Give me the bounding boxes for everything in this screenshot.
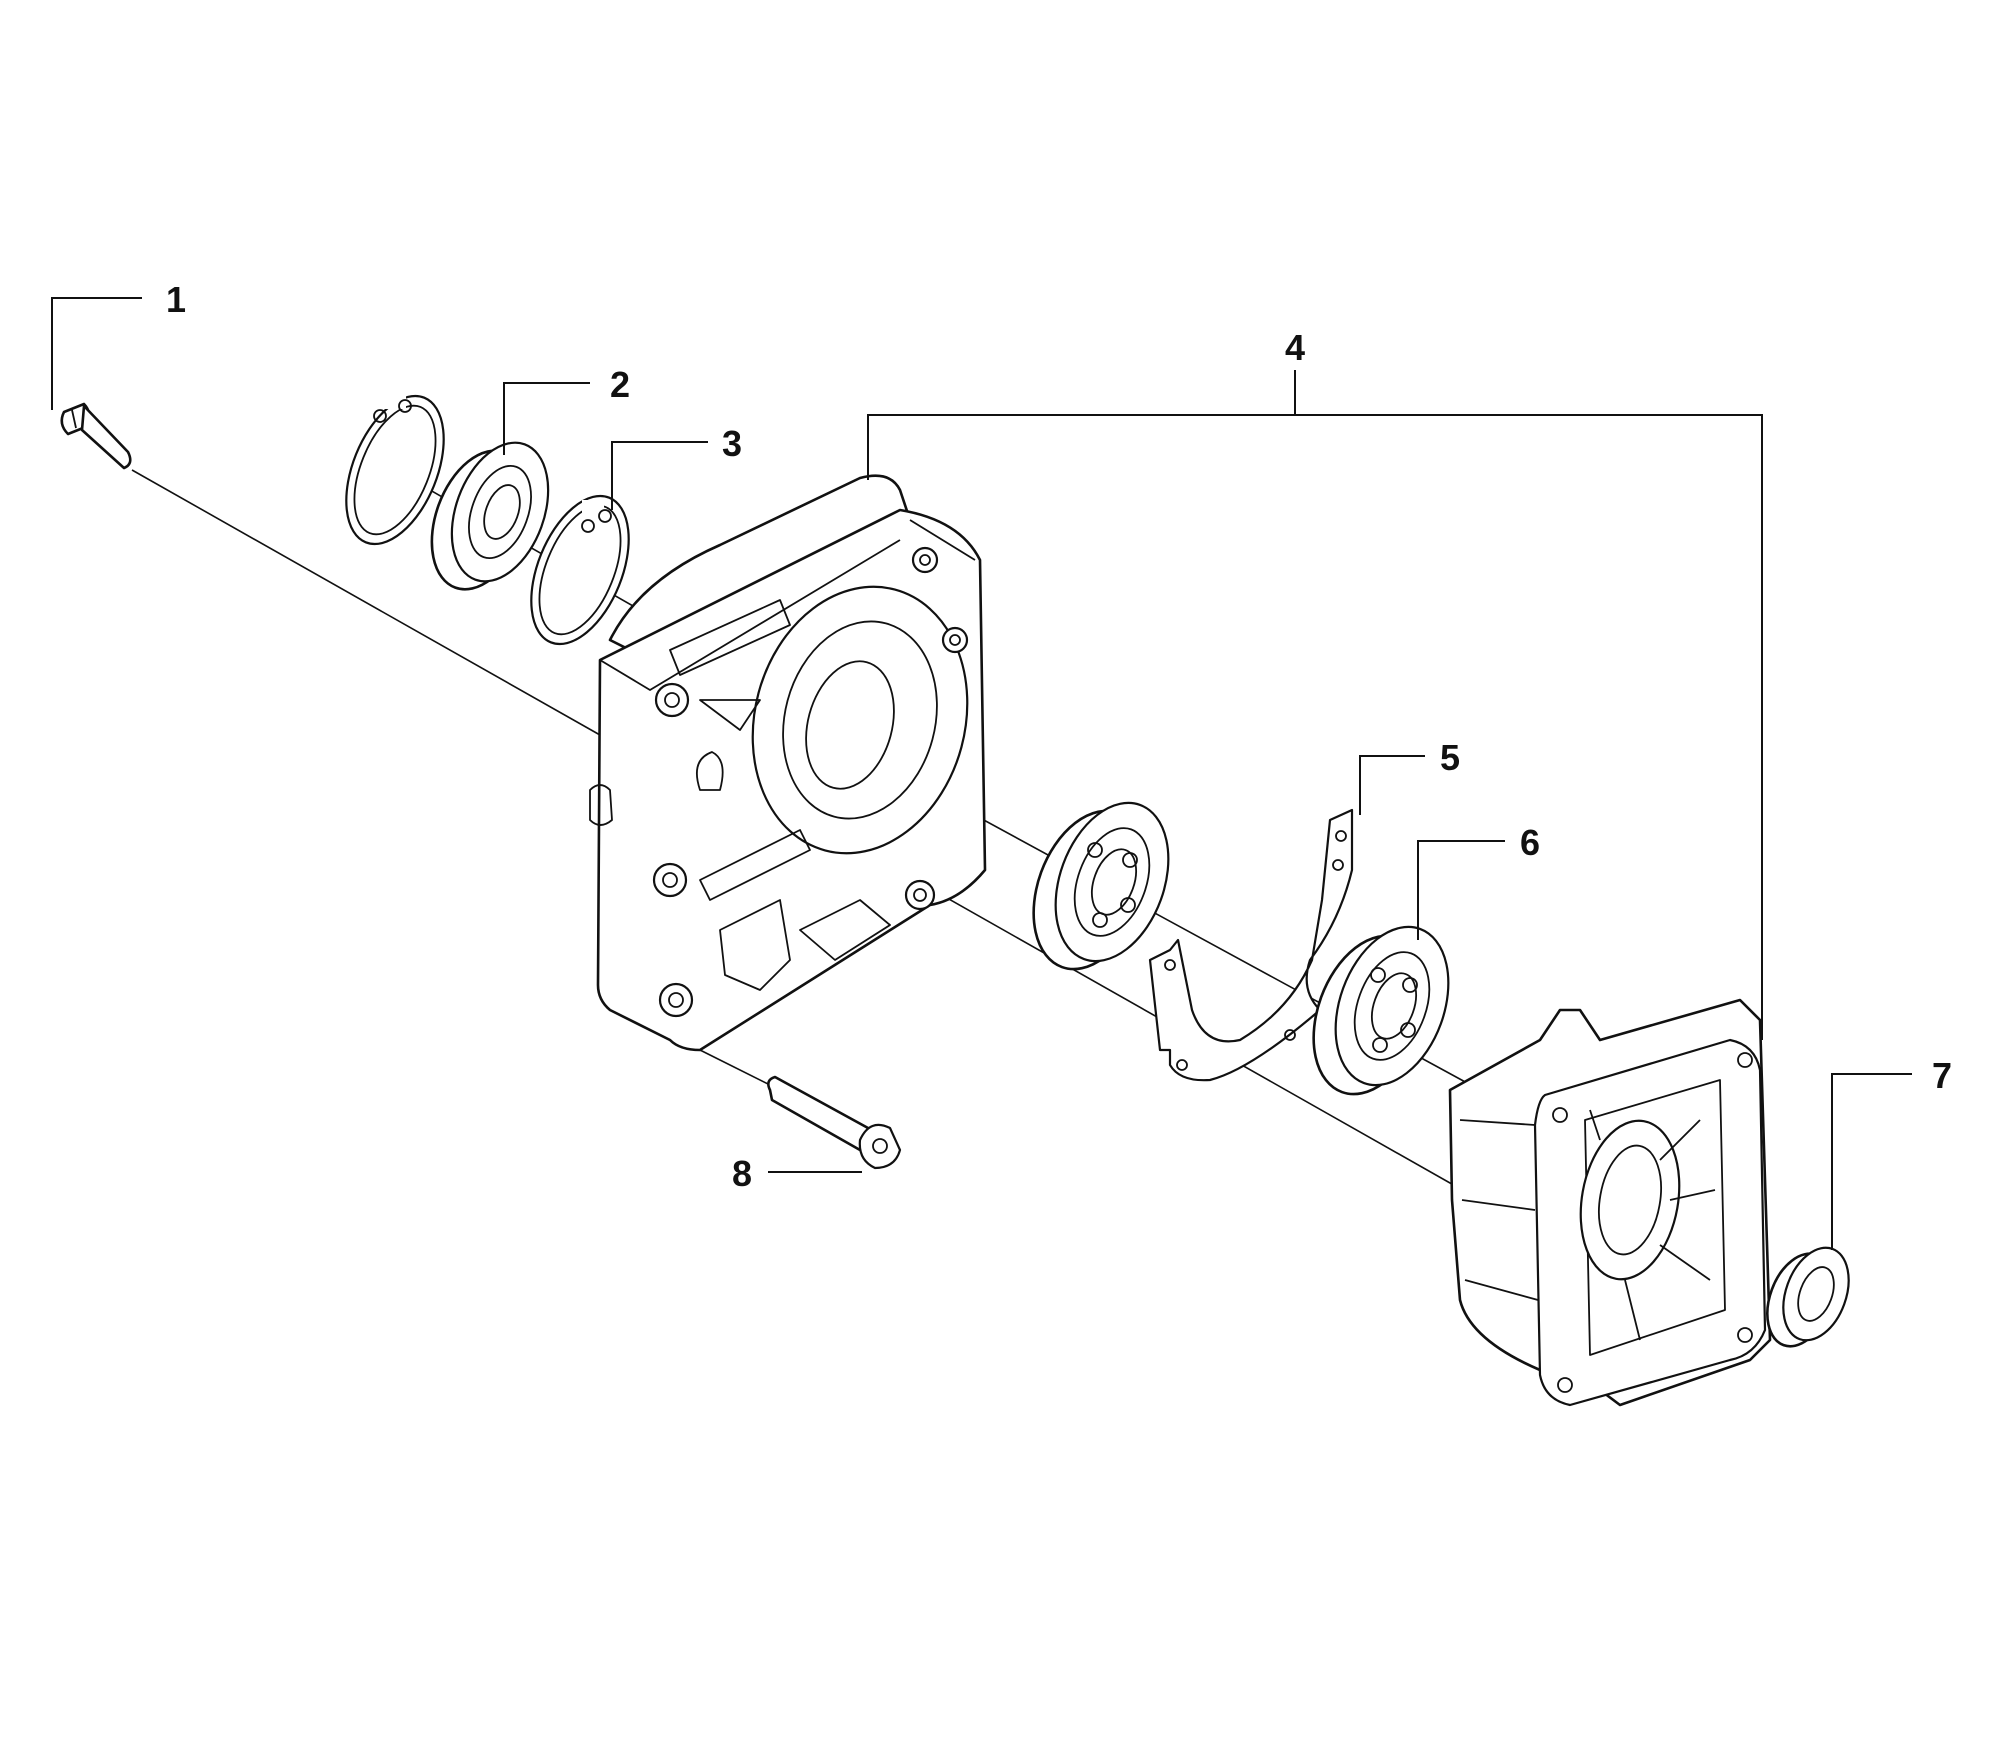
bearing-part-center (1032, 801, 1170, 971)
callout-labels: 1 2 3 4 5 6 7 8 (166, 279, 1952, 1194)
crankcase-housing-right (1448, 998, 1772, 1407)
gasket-part-5 (1148, 808, 1354, 1082)
callout-1: 1 (166, 279, 186, 320)
crankcase-housing-left (589, 474, 987, 1052)
callout-5: 5 (1440, 737, 1460, 778)
callout-4: 4 (1285, 327, 1305, 368)
retaining-ring-part-2 (345, 394, 445, 546)
callout-8: 8 (732, 1153, 752, 1194)
bearing-part-2 (430, 441, 550, 591)
leader-lines (51, 297, 1912, 1250)
callout-7: 7 (1932, 1055, 1952, 1096)
retaining-ring-part-3 (530, 494, 630, 646)
bearing-part-6 (1312, 925, 1450, 1096)
callout-2: 2 (610, 364, 630, 405)
screw-part-1 (60, 402, 132, 470)
callout-6: 6 (1520, 822, 1540, 863)
seal-part-7 (1766, 1246, 1850, 1348)
bolt-part-8 (767, 1075, 902, 1170)
callout-3: 3 (722, 423, 742, 464)
